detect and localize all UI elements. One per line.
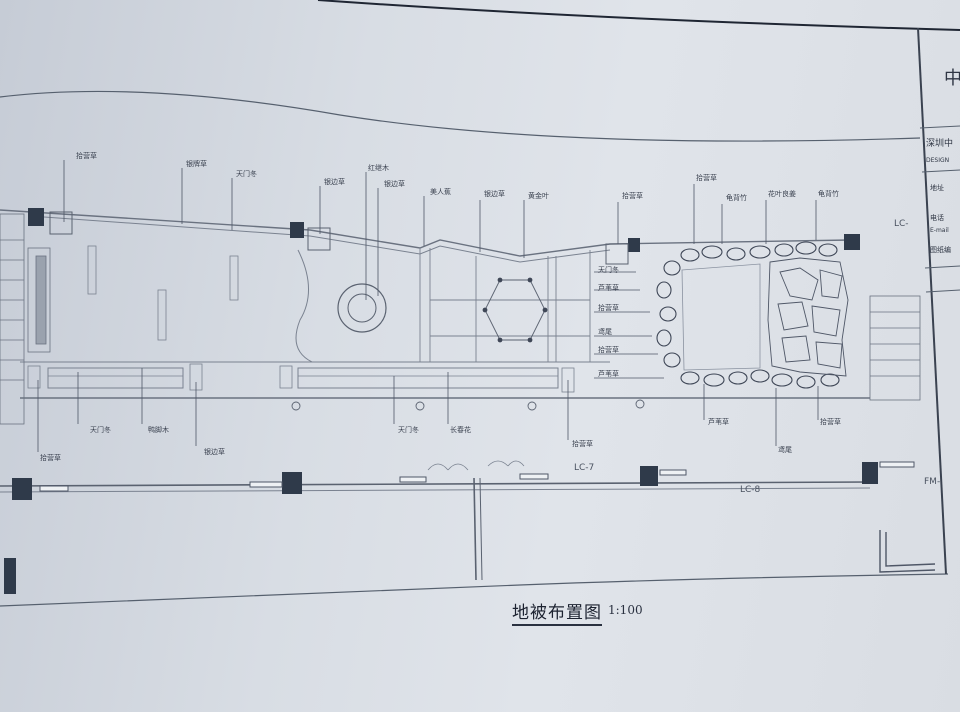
left-stair — [0, 213, 51, 425]
wall-stub — [479, 477, 483, 581]
title-block-row: 电话 — [930, 213, 944, 222]
callout-label: 红继木 — [368, 163, 389, 172]
grid-label: LC-7 — [574, 463, 594, 473]
title-block-divider — [921, 169, 960, 173]
drawing-scale: 1:100 — [608, 603, 643, 617]
callout-label: 拾营草 — [572, 439, 593, 448]
title-block-row: E-mail — [930, 227, 949, 234]
wall-line — [0, 481, 871, 487]
callout-label: 鸭脚木 — [148, 425, 169, 434]
callout-label: 拾营草 — [76, 151, 97, 160]
wall-columns — [12, 462, 878, 500]
title-block-divider — [919, 125, 960, 129]
callout-label: 天门冬 — [598, 265, 619, 274]
hexagon-paving — [484, 279, 546, 341]
callout-label: 龟背竹 — [726, 193, 747, 202]
callout-label: 拾营草 — [40, 453, 61, 462]
grid-label: FM- — [924, 477, 940, 487]
bench — [297, 367, 559, 389]
callout-label: 银边草 — [324, 177, 345, 186]
title-block-header: 中 — [944, 68, 960, 89]
title-block-divider — [925, 289, 960, 293]
callout-label: 银牌草 — [186, 159, 207, 168]
pond-water — [681, 263, 761, 371]
callout-label: 天门冬 — [90, 425, 111, 434]
callout-label: 黄金叶 — [528, 191, 549, 200]
bench — [47, 367, 184, 389]
callout-label: 拾营草 — [820, 417, 841, 426]
tree-ring-inner — [347, 293, 377, 323]
planter-top-edge — [0, 209, 851, 257]
leader-lines — [37, 160, 819, 452]
tree-ring-outer — [337, 283, 387, 333]
sheet-edge — [317, 0, 960, 31]
pot-squares — [49, 211, 629, 265]
column-markers — [28, 208, 860, 252]
callout-label: 银边草 — [204, 447, 225, 456]
title-block-design: DESIGN — [926, 157, 949, 164]
callout-label: 天门冬 — [236, 169, 257, 178]
wall-stub — [473, 477, 477, 581]
lawn-curve — [295, 249, 313, 363]
callout-label: 美人蕉 — [430, 187, 451, 196]
left-bottom-block — [4, 558, 16, 594]
callout-label: 拾营草 — [696, 173, 717, 182]
callout-label: 芦苇草 — [708, 417, 729, 426]
wall-line — [0, 487, 871, 493]
callout-label: 芦苇草 — [598, 283, 619, 292]
callout-label: 天门冬 — [398, 425, 419, 434]
wall-windows — [39, 461, 915, 492]
right-stair — [869, 295, 921, 401]
callout-label: 鸢尾 — [598, 327, 612, 336]
callout-label: 拾营草 — [598, 345, 619, 354]
title-block-row: 地址 — [930, 183, 944, 192]
paving-grid — [419, 248, 591, 362]
pond-stones — [656, 241, 840, 389]
drawing-border-top — [0, 90, 921, 142]
title-block-company: 深圳中 — [926, 137, 953, 149]
title-block-divider — [924, 265, 960, 269]
callout-label: 芦苇草 — [598, 369, 619, 378]
drawing-border-bottom — [0, 573, 949, 607]
right-corner-wall — [879, 530, 936, 573]
title-block-row: 图纸编 — [930, 245, 951, 254]
callout-label: 拾营草 — [622, 191, 643, 200]
callout-label: 龟背竹 — [818, 189, 839, 198]
lamp-posts — [291, 399, 645, 411]
callout-label: 长春花 — [450, 425, 471, 434]
callout-label: 鸢尾 — [778, 445, 792, 454]
grid-label: LC-8 — [740, 485, 761, 495]
callout-label: 拾营草 — [598, 303, 619, 312]
drawing-title: 地被布置图 — [512, 598, 602, 626]
grid-label: LC- — [894, 219, 909, 229]
hexagon-posts — [482, 277, 548, 343]
door-swings — [427, 460, 525, 471]
rockery — [767, 257, 849, 377]
callout-label: 银边草 — [384, 179, 405, 188]
callout-label: 银边草 — [484, 189, 505, 198]
callout-label: 花叶良姜 — [768, 189, 796, 198]
title-block-frame — [917, 27, 947, 575]
